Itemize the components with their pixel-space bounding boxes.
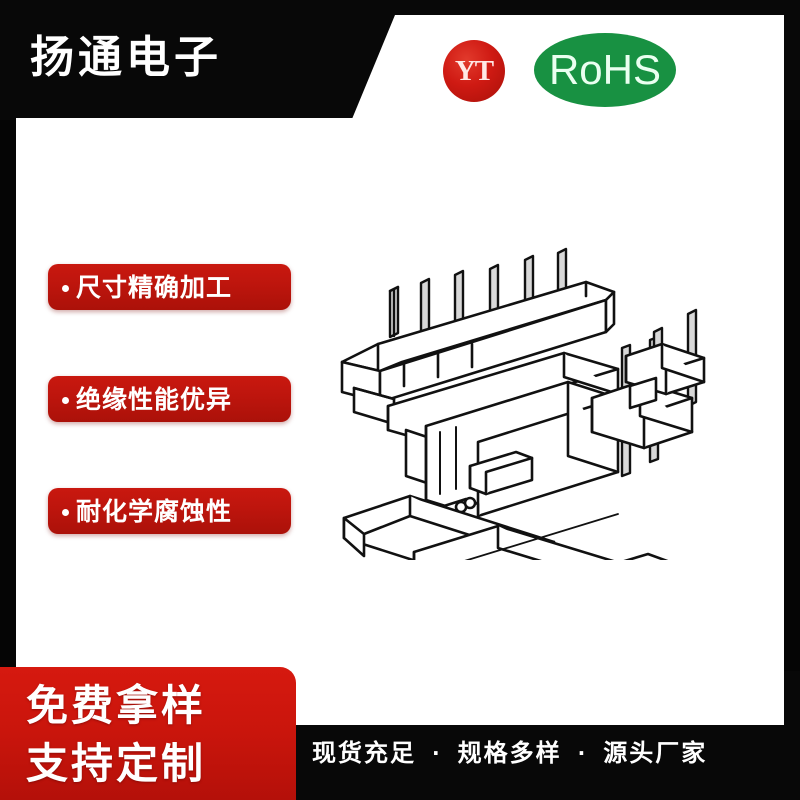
tagline-item-3: 源头厂家	[603, 739, 708, 767]
yt-logo-text: YT	[454, 54, 494, 87]
rohs-logo-text: RoHS	[548, 46, 662, 93]
brand-name: 扬通电子	[30, 32, 222, 83]
feature-label-3: 耐化学腐蚀性	[76, 496, 233, 526]
tagline-separator-icon: ·	[577, 741, 588, 765]
bullet-dot-icon	[62, 508, 69, 516]
footer-white-gap	[272, 665, 784, 725]
feature-badge-1: 尺寸精确加工	[48, 264, 291, 310]
feature-badge-2: 绝缘性能优异	[48, 376, 291, 422]
rohs-logo-badge: RoHS	[534, 33, 676, 107]
promo-line-1: 免费拿样	[26, 681, 207, 730]
bullet-dot-icon	[62, 284, 69, 292]
bobbin-technical-drawing	[340, 247, 706, 560]
footer-tagline: 现货充足 · 规格多样 · 源头厂家	[312, 738, 782, 768]
product-image	[318, 236, 722, 560]
feature-label-1: 尺寸精确加工	[76, 272, 233, 302]
feature-label-2: 绝缘性能优异	[76, 384, 233, 414]
tagline-item-2: 规格多样	[457, 739, 562, 767]
yt-logo-badge: YT	[443, 40, 505, 102]
promo-block: 免费拿样 支持定制	[0, 667, 296, 800]
feature-badge-list: 尺寸精确加工 绝缘性能优异 耐化学腐蚀性	[48, 264, 293, 534]
bullet-dot-icon	[62, 396, 69, 404]
tagline-item-1: 现货充足	[312, 739, 416, 767]
tagline-separator-icon: ·	[432, 741, 442, 765]
feature-badge-3: 耐化学腐蚀性	[48, 488, 291, 534]
promo-line-2: 支持定制	[26, 739, 207, 788]
